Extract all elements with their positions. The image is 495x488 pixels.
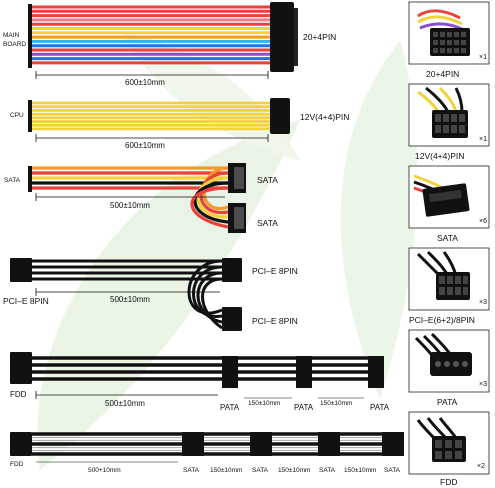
panel-4-multiplier: ×3	[479, 299, 487, 306]
pata-segment-1: 150±10mm	[248, 400, 280, 407]
mainboard-label-line2: BOARD	[3, 41, 26, 48]
cpu-length: 600±10mm	[125, 141, 165, 150]
sata-length: 500±10mm	[110, 201, 150, 210]
pcie-wires	[32, 259, 223, 330]
sata-connector-icon	[413, 174, 470, 217]
panel-6-label: FDD	[440, 477, 457, 487]
panel-fdd: ×2 FDD	[408, 411, 490, 487]
cpu-wires	[32, 101, 270, 131]
panel-pata: ×3 PATA	[408, 329, 490, 407]
pata-plug-2	[296, 356, 312, 388]
sata-chain-plug-1	[182, 432, 204, 456]
row-sata: SATA SATA SATA 500±10mm	[4, 163, 278, 233]
sata-wires	[32, 166, 229, 229]
pata-connector-label-2: PATA	[294, 403, 314, 412]
sata-label: SATA	[4, 177, 21, 184]
mainboard-24pin-plug	[270, 2, 294, 72]
sata-chain-plug-3	[318, 432, 340, 456]
sata-chain-segment-3: 150±10mm	[344, 467, 376, 474]
wire	[196, 176, 229, 219]
pata-segment-2: 150±10mm	[320, 400, 352, 407]
pata-length: 500±10mm	[105, 399, 145, 408]
pcie-source-plug	[10, 258, 32, 282]
mainboard-plug-pins	[294, 8, 298, 66]
pcie-left-label: PCI–E 8PIN	[3, 296, 49, 306]
sata-chain-left-label: FDD	[10, 461, 24, 468]
pata-connector-label-3: PATA	[370, 403, 390, 412]
panel-pcie: ×3 PCI–E(6+2)/8PIN	[408, 247, 490, 325]
sata-chain-connector-label-1: SATA	[183, 467, 200, 474]
mainboard-connector-label: 20+4PIN	[303, 32, 336, 42]
pcie-connector-label-2: PCI–E 8PIN	[252, 316, 298, 326]
cpu-connector-label: 12V(4+4)PIN	[300, 112, 349, 122]
mainboard-label-line1: MAIN	[3, 32, 20, 39]
pcie-plug-2	[222, 307, 242, 331]
pata-wires	[32, 356, 384, 381]
sata-connector-label-1: SATA	[257, 175, 278, 185]
panel-5-multiplier: ×3	[479, 381, 487, 388]
mainboard-wires	[32, 5, 270, 65]
pcie-connector-label-1: PCI–E 8PIN	[252, 266, 298, 276]
panel-2-multiplier: ×1	[479, 136, 487, 143]
pata-plug-1	[222, 356, 238, 388]
wire	[199, 171, 229, 215]
sata-plug-2	[228, 203, 246, 233]
sata-chain-length: 500+10mm	[88, 467, 121, 474]
sata-chain-segment-1: 150±10mm	[210, 467, 242, 474]
panel-1-multiplier: ×1	[479, 54, 487, 61]
sata-chain-connector-label-3: SATA	[319, 467, 336, 474]
pata-source-plug	[10, 352, 32, 384]
panel-3-multiplier: ×6	[479, 218, 487, 225]
pata-connector-label-1: PATA	[220, 403, 240, 412]
wire	[193, 181, 229, 224]
atx-24pin-connector-icon	[417, 9, 470, 56]
pata-left-label: FDD	[10, 390, 27, 399]
pata-plug-3	[368, 356, 384, 388]
sata-chain-connector-label-2: SATA	[252, 467, 269, 474]
row-mainboard: MAIN BOARD 20+4PIN 600±10mm	[3, 2, 336, 87]
sata-chain-source-plug	[10, 432, 32, 456]
connector-panels: ×1 20+4PIN ×1 12V(4+4)PIN	[408, 1, 490, 487]
panel-1-label: 20+4PIN	[426, 69, 459, 79]
wire	[190, 186, 229, 229]
panel-6-multiplier: ×2	[477, 463, 485, 470]
panel-5-label: PATA	[437, 397, 458, 407]
pcie-8pin-connector-icon	[416, 250, 470, 300]
pcie-plug-1	[222, 258, 242, 282]
sata-chain-plug-4	[382, 432, 404, 456]
pcie-6pin-connector-icon	[416, 417, 466, 462]
row-pata: FDD 500±10mm 150±10mm 150±10mm PATA PATA…	[10, 352, 390, 412]
panel-sata: ×6 SATA	[408, 165, 490, 243]
mainboard-cable-end	[28, 4, 32, 68]
sata-chain-wires	[32, 432, 404, 456]
molex-connector-icon	[414, 332, 472, 376]
cpu-8pin-plug	[270, 98, 290, 134]
sata-chain-connector-label-4: SATA	[384, 467, 401, 474]
panel-3-label: SATA	[437, 233, 458, 243]
sata-connector-label-2: SATA	[257, 218, 278, 228]
wire	[201, 277, 223, 330]
panel-4-label: PCI–E(6+2)/8PIN	[409, 315, 475, 325]
pcie-length: 500±10mm	[110, 295, 150, 304]
panel-20plus4pin: ×1 20+4PIN	[408, 1, 490, 79]
row-pcie: PCI–E 8PIN PCI–E 8PIN PCI–E 8PIN 500±10m…	[3, 258, 298, 331]
sata-plug-1	[228, 163, 246, 193]
panel-2-label: 12V(4+4)PIN	[415, 151, 464, 161]
row-cpu: CPU 12V(4+4)PIN 600±10mm	[10, 98, 349, 150]
sata-chain-segment-2: 150±10mm	[278, 467, 310, 474]
row-sata-chain: FDD 500+10mm 150±10mm 150±10mm 150±10mm …	[10, 432, 404, 474]
mainboard-length: 600±10mm	[125, 78, 165, 87]
cpu-label: CPU	[10, 112, 24, 119]
cpu-8pin-connector-icon	[417, 86, 468, 138]
panel-cpu: ×1 12V(4+4)PIN	[408, 83, 490, 161]
sata-chain-plug-2	[250, 432, 272, 456]
